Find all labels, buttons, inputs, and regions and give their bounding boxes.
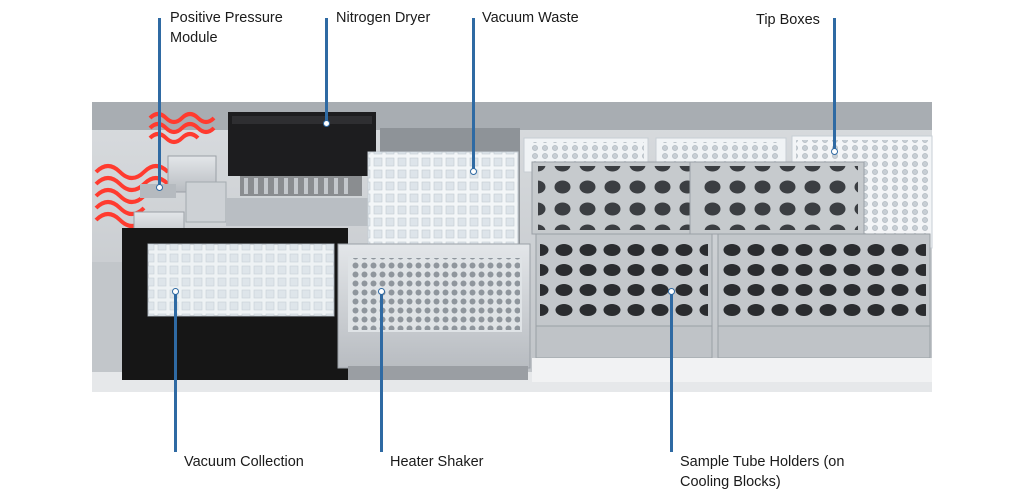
label-vacuum-collection: Vacuum Collection: [184, 452, 304, 472]
leader-dot-heater-shaker: [378, 288, 385, 295]
label-tip-boxes: Tip Boxes: [756, 10, 820, 30]
nitrogen-dryer-unit: [226, 112, 376, 226]
leader-vacuum-waste: [472, 18, 475, 172]
label-line: Vacuum Waste: [482, 10, 579, 26]
label-line: Positive Pressure: [170, 10, 283, 26]
label-line: Module: [170, 30, 218, 46]
label-line: Cooling Blocks): [680, 474, 781, 490]
leader-dot-vacuum-collection: [172, 288, 179, 295]
label-positive-pressure-module: Positive Pressure Module: [170, 8, 283, 48]
leader-heater-shaker: [380, 292, 383, 452]
leader-vacuum-collection: [174, 292, 177, 452]
vacuum-waste-plate: [367, 128, 520, 246]
leader-dot-tip-boxes: [831, 148, 838, 155]
label-line: Vacuum Collection: [184, 454, 304, 470]
leader-dot-vacuum-waste: [470, 168, 477, 175]
label-line: Heater Shaker: [390, 454, 484, 470]
label-sample-tube-holders: Sample Tube Holders (on Cooling Blocks): [680, 452, 844, 492]
label-heater-shaker: Heater Shaker: [390, 452, 484, 472]
leader-nitrogen-dryer: [325, 18, 328, 124]
leader-positive-pressure-module: [158, 18, 161, 188]
label-line: Nitrogen Dryer: [336, 10, 431, 26]
heater-shaker-block: [337, 243, 531, 380]
label-nitrogen-dryer: Nitrogen Dryer: [336, 8, 430, 28]
label-line: Tip Boxes: [756, 12, 820, 28]
leader-dot-positive-pressure-module: [156, 184, 163, 191]
label-vacuum-waste: Vacuum Waste: [482, 8, 579, 28]
leader-dot-sample-tube-holders: [668, 288, 675, 295]
vacuum-collection-block: [92, 228, 348, 380]
leader-sample-tube-holders: [670, 292, 673, 452]
leader-tip-boxes: [833, 18, 836, 152]
sample-tube-holders-blocks: [531, 161, 932, 382]
label-line: Sample Tube Holders (on: [680, 454, 845, 470]
leader-dot-nitrogen-dryer: [323, 120, 330, 127]
